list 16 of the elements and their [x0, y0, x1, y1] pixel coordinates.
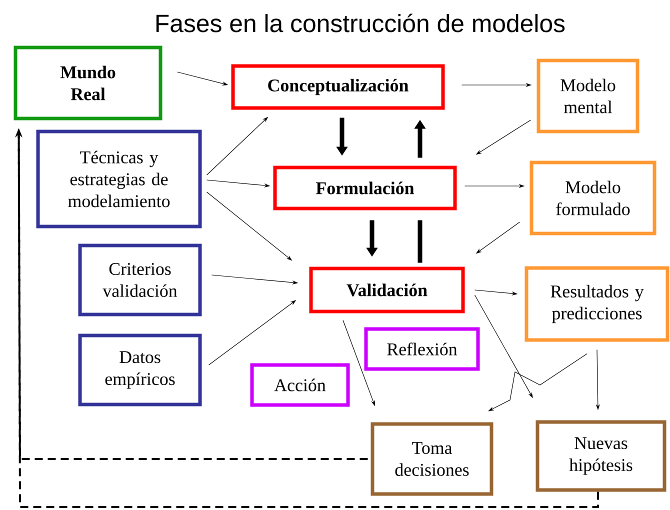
model-box: Modelo formulado [530, 160, 656, 236]
title: Fases en la construcción de modelos [156, 14, 565, 32]
outcome-box: Nuevas hipótesis [536, 420, 666, 492]
thick-line [418, 220, 422, 263]
model-box: Modelo mental [536, 58, 640, 134]
tag-box: Acción [250, 363, 350, 407]
model-box: Resultados y predicciones [524, 266, 670, 342]
outcome-box: Toma decisiones [370, 422, 494, 496]
source-box: Mundo Real [14, 46, 162, 120]
stage-box: Conceptualización [231, 64, 445, 110]
tag-box: Reflexión [364, 327, 480, 371]
input-box: Criterios validación [78, 244, 202, 316]
input-box: Datos empíricos [78, 334, 202, 406]
stage-box: Validación [309, 266, 465, 314]
input-box: Técnicas y estrategias de modelamiento [36, 130, 202, 228]
stage-box: Formulación [273, 166, 457, 210]
